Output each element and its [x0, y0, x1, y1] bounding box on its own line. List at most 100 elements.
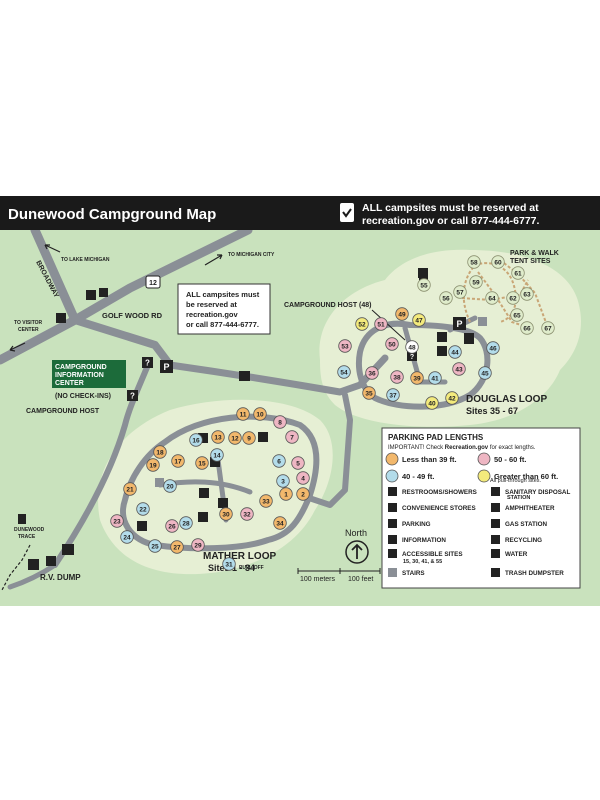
campsite-number: 30 — [222, 511, 230, 518]
campsite-marker — [170, 540, 184, 554]
campsite-marker — [374, 317, 388, 331]
campsite-number: 39 — [413, 375, 421, 382]
campsite-number: 10 — [256, 411, 264, 418]
campsite-number: 44 — [451, 349, 459, 356]
campsite-number: 61 — [514, 270, 522, 277]
campsite-marker — [279, 487, 293, 501]
legend-swatch — [477, 452, 491, 466]
campsite-number: 1 — [284, 491, 288, 498]
campsite-number: 36 — [368, 370, 376, 377]
campsite-18: 18 — [153, 445, 167, 459]
info-center-label-3: CENTER — [55, 380, 84, 387]
campsite-number: 25 — [151, 543, 159, 550]
parking-icon: P — [453, 317, 466, 330]
amphitheater-icon — [491, 503, 500, 512]
header-notice-line1: ALL campsites must be reserved at — [362, 202, 539, 214]
campsite-33: 33 — [259, 494, 273, 508]
campsite-marker — [469, 275, 483, 289]
campsite-number: 3 — [281, 478, 285, 485]
campground-host-label: CAMPGROUND HOST — [26, 408, 100, 415]
campsite-47: 47 — [412, 313, 426, 327]
golf-wood-rd-label: GOLF WOOD RD — [102, 311, 163, 320]
pull-off-label: PULL-OFF — [239, 565, 264, 571]
campsite-43: 43 — [452, 362, 466, 376]
campsite-marker — [123, 482, 137, 496]
campsite-marker — [453, 285, 467, 299]
campsite-66: 66 — [520, 321, 534, 335]
legend-facility-label: SANITARY DISPOSAL — [505, 489, 570, 496]
callout-line3: recreation.gov — [186, 310, 239, 319]
campsite-number: 2 — [301, 491, 305, 498]
campsite-number: 15 — [198, 460, 206, 467]
campsite-56: 56 — [439, 291, 453, 305]
legend-facility-label: INFORMATION — [402, 537, 446, 544]
scale-feet-label: 100 feet — [348, 576, 373, 583]
campsite-number: 41 — [431, 375, 439, 382]
campsite-61: 61 — [511, 266, 525, 280]
to-visitor-center-label-2: CENTER — [18, 327, 39, 333]
legend-swatch — [385, 469, 399, 483]
campsite-number: 55 — [420, 282, 428, 289]
campsite-17: 17 — [171, 454, 185, 468]
campsite-29: 29 — [191, 538, 205, 552]
campsite-marker — [171, 454, 185, 468]
campsite-number: 8 — [278, 419, 282, 426]
campsite-marker — [410, 371, 424, 385]
campsite-number: 21 — [126, 486, 134, 493]
campsite-marker — [386, 388, 400, 402]
campsite-marker — [362, 386, 376, 400]
campsite-marker — [405, 340, 419, 354]
gas-station-icon — [491, 519, 500, 528]
campsite-marker — [296, 487, 310, 501]
campsite-number: 33 — [262, 498, 270, 505]
campsite-marker — [165, 519, 179, 533]
campsite-number: 65 — [513, 312, 521, 319]
campsite-marker — [355, 317, 369, 331]
campsite-number: 40 — [428, 400, 436, 407]
campsite-marker — [219, 507, 233, 521]
campsite-marker — [236, 407, 250, 421]
svg-text:?: ? — [130, 392, 135, 401]
dunewood-trace-path — [1, 544, 31, 591]
rv-dump-label: R.V. DUMP — [40, 573, 81, 582]
campsite-59: 59 — [469, 275, 483, 289]
campsite-27: 27 — [170, 540, 184, 554]
campground-host-48-label: CAMPGROUND HOST (48) — [284, 302, 372, 309]
campsite-marker — [448, 345, 462, 359]
info-center-label-1: CAMPGROUND — [55, 364, 107, 371]
campsite-number: 47 — [415, 317, 423, 324]
campsite-25: 25 — [148, 539, 162, 553]
campsite-30: 30 — [219, 507, 233, 521]
campsite-49: 49 — [395, 307, 409, 321]
svg-text:?: ? — [410, 354, 414, 361]
campsite-63: 63 — [520, 287, 534, 301]
no-checkins-label: (NO CHECK-INS) — [55, 393, 111, 400]
campsite-57: 57 — [453, 285, 467, 299]
campsite-55: 55 — [417, 278, 431, 292]
campsite-marker — [338, 339, 352, 353]
park-walk-trails — [461, 259, 549, 329]
campsite-8: 8 — [273, 415, 287, 429]
campsite-number: 14 — [213, 452, 221, 459]
campsite-marker — [365, 366, 379, 380]
legend-facility-label: WATER — [505, 551, 528, 558]
campsite-19: 19 — [146, 458, 160, 472]
campsite-36: 36 — [365, 366, 379, 380]
campsite-marker — [296, 471, 310, 485]
legend-facility-label: RECYCLING — [505, 537, 542, 544]
campsite-number: 13 — [214, 434, 222, 441]
campsite-marker — [210, 448, 224, 462]
campsite-24: 24 — [120, 530, 134, 544]
legend-facility-label: STAIRS — [402, 570, 425, 577]
campsite-marker — [439, 291, 453, 305]
campsite-21: 21 — [123, 482, 137, 496]
campsite-39: 39 — [410, 371, 424, 385]
campsite-marker — [452, 362, 466, 376]
recycling-icon — [491, 535, 500, 544]
recycling-icon — [198, 432, 268, 467]
legend-swatch — [385, 452, 399, 466]
campsite-marker — [259, 494, 273, 508]
trash-dumpster-icon — [491, 568, 500, 577]
callout-line2: be reserved at — [186, 300, 237, 309]
campsite-58: 58 — [467, 255, 481, 269]
